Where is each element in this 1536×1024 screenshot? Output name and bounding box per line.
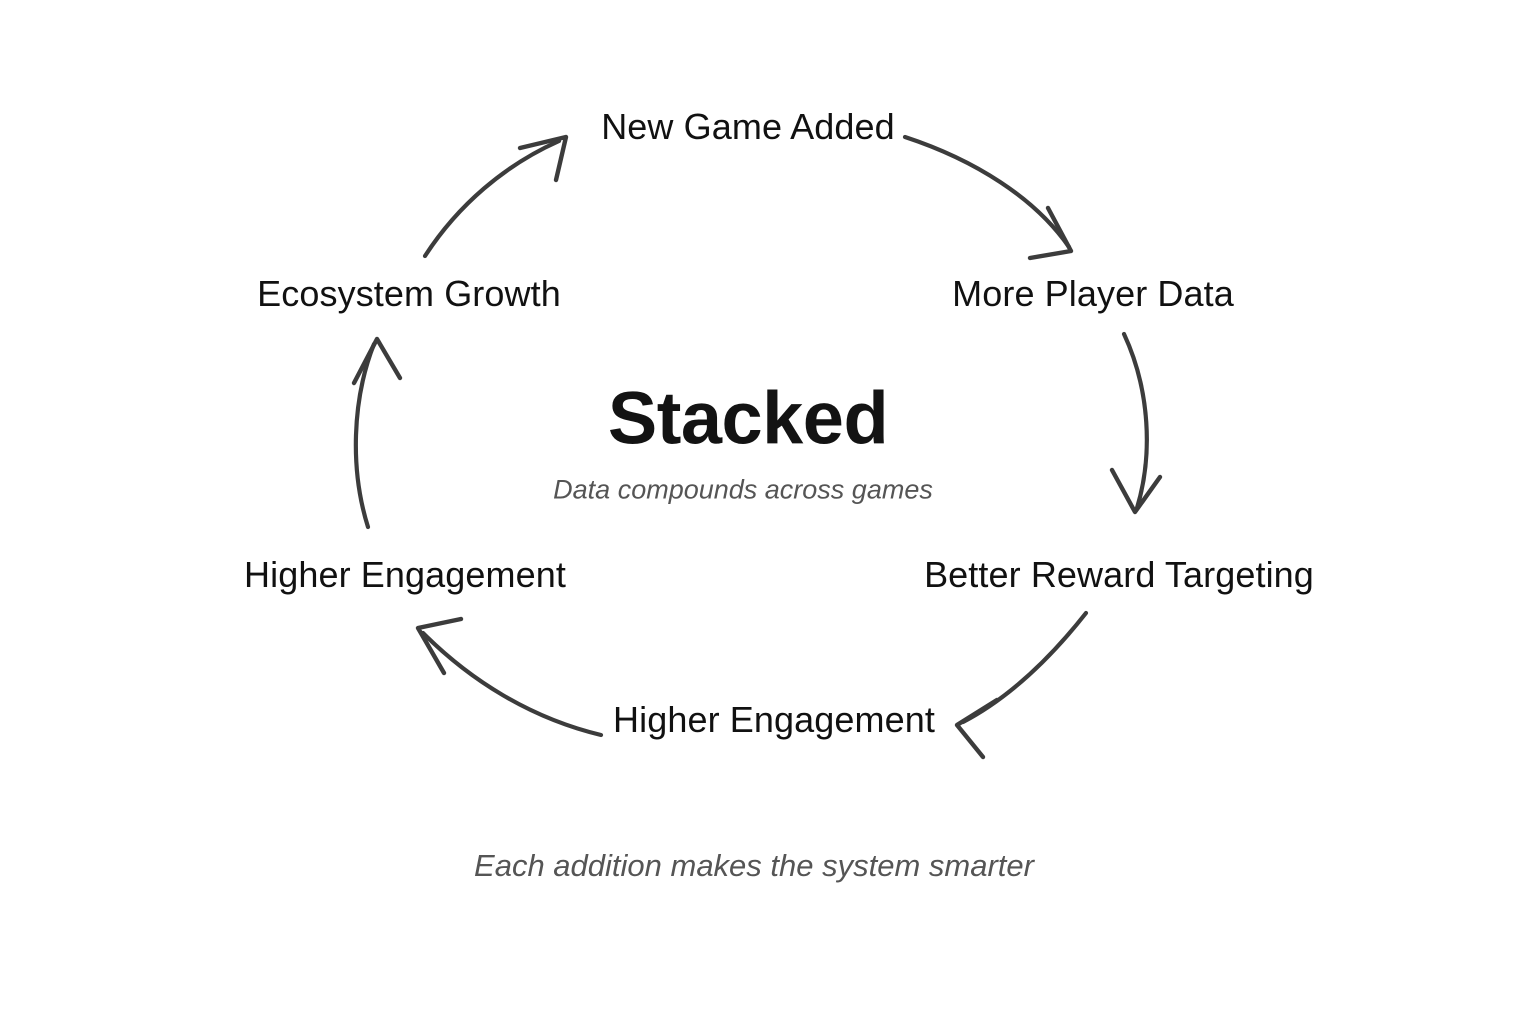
arrow-ecosystem-growth-to-new-game xyxy=(422,134,569,259)
node-better-reward-targeting[interactable]: Better Reward Targeting xyxy=(924,554,1314,595)
node-ecosystem-growth[interactable]: Ecosystem Growth xyxy=(257,273,561,314)
footer-caption: Each addition makes the system smarter xyxy=(474,848,1034,883)
node-new-game-added[interactable]: New Game Added xyxy=(601,106,895,147)
arrow-player-data-to-reward-targeting xyxy=(1109,331,1163,515)
node-more-player-data[interactable]: More Player Data xyxy=(952,273,1234,314)
node-higher-engagement-bottom[interactable]: Higher Engagement xyxy=(613,699,935,740)
arrow-engagement-to-engagement xyxy=(415,616,604,738)
center-subtitle: Data compounds across games xyxy=(553,474,933,505)
arrow-new-game-to-player-data xyxy=(902,134,1074,261)
node-higher-engagement-left[interactable]: Higher Engagement xyxy=(244,554,566,595)
arrow-engagement-to-ecosystem-growth xyxy=(351,336,403,530)
center-title: Stacked xyxy=(607,376,889,460)
arrow-reward-targeting-to-engagement xyxy=(954,610,1089,760)
